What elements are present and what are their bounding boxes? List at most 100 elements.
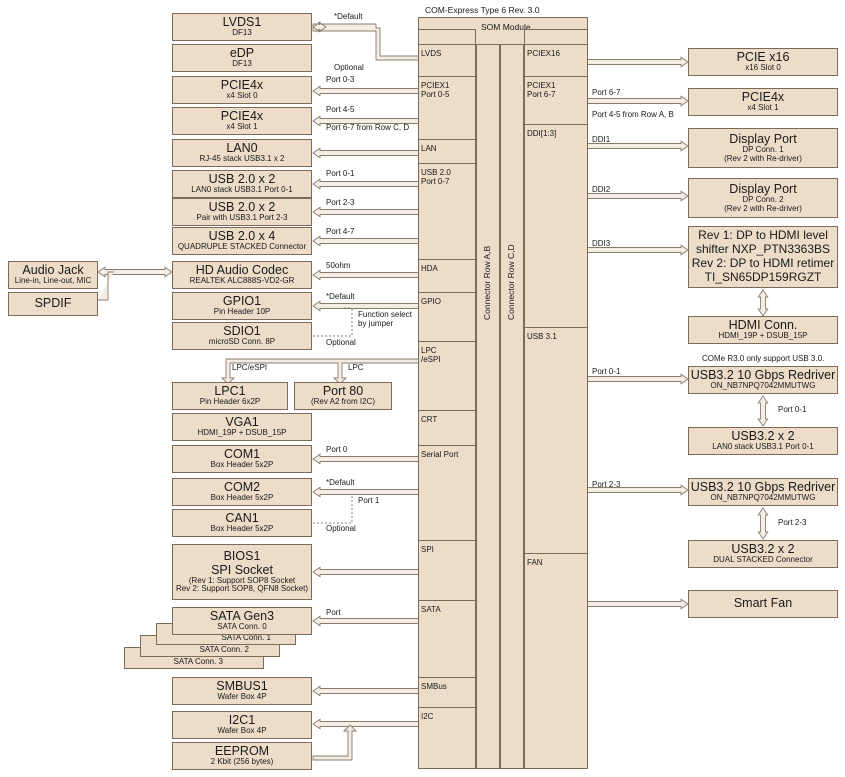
hdmi-subtitle: HDMI_19P + DSUB_15P (718, 331, 808, 341)
label-usb31-port-2-3: Port 2-3 (592, 480, 621, 489)
usb30-note: COMe R3.0 only support USB 3.0. (702, 354, 825, 363)
can1-title: CAN1 (225, 511, 259, 526)
smart-fan-title: Smart Fan (733, 596, 793, 611)
som-right-ddi-1-3--label: DDI[1:3] (527, 129, 557, 138)
arrow-14 (312, 21, 327, 33)
label-optional-sdio: Optional (326, 338, 356, 347)
hdmi-title: HDMI Conn. (728, 318, 798, 333)
eeprom-arrow (312, 724, 358, 761)
label-ddi1: DDI1 (592, 135, 611, 144)
connector-cd-label: Connector Row C,D (506, 244, 516, 320)
som-left-spi-label: SPI (421, 545, 434, 554)
hdmi-connector: HDMI Conn.HDMI_19P + DSUB_15P (688, 316, 838, 344)
redriver1-subtitle: ON_NB7NPQ7042MMUTWG (710, 381, 816, 391)
usb20-2-subtitle: Pair with USB3.1 Port 2-3 (196, 213, 288, 223)
lan0-subtitle: RJ-45 stack USB3.1 x 2 (199, 154, 285, 164)
com1-subtitle: Box Header 5x2P (210, 460, 274, 470)
usb32a-title: USB3.2 x 2 (731, 429, 795, 444)
sata-conn1-label: SATA Conn. 1 (221, 632, 271, 642)
som-right-ddi-1-3- (524, 124, 588, 125)
com2-can-dashed (313, 494, 353, 524)
som-left-lpc (418, 341, 476, 342)
pcie-x16-subtitle: x16 Slot 0 (745, 63, 781, 73)
label-usb31-port-0-1: Port 0-1 (592, 367, 621, 376)
som-right-usb-3-1 (524, 327, 588, 328)
hda-title: HD Audio Codec (195, 263, 289, 278)
sdio1-title: SDIO1 (223, 324, 261, 339)
hdmi-retimer-line3: Rev 2: DP to HDMI retimer (691, 256, 835, 270)
som-left-serial-port (418, 445, 476, 446)
hdmi-retimer-line2: shifter NXP_PTN3363BS (695, 242, 831, 257)
pcie4x-right-subtitle: x4 Slot 1 (747, 103, 779, 113)
som-right-pciex16 (524, 44, 588, 45)
bios1-title2: SPI Socket (211, 562, 273, 577)
label-optional-can: Optional (326, 524, 356, 533)
pcie4x-slot0-title: PCIE4x (220, 78, 264, 93)
com-express-header: COM-Express Type 6 Rev. 3.0 (425, 5, 540, 15)
som-left-lvds (418, 44, 476, 45)
label-usb-port-2-3: Port 2-3 (326, 198, 355, 207)
som-right-pciex1 (524, 76, 588, 77)
lpc-split-arrow (220, 353, 441, 385)
som-left-usb-2-0 (418, 163, 476, 164)
arrow-4 (312, 206, 433, 218)
som-left-gpio-label: GPIO (421, 297, 442, 306)
connector-ab-column (476, 44, 500, 769)
com2-title: COM2 (223, 480, 261, 495)
gpio-sdio-dashed (313, 308, 353, 337)
label-right-port-6-7: Port 6-7 (592, 88, 621, 97)
eeprom-subtitle: 2 Kbit (256 bytes) (210, 757, 274, 767)
som-left-lpc-label: LPC /eSPI (421, 346, 441, 365)
label-port-4-5: Port 4-5 (326, 105, 355, 114)
connector-cd-column (500, 44, 524, 769)
hda-subtitle: REALTEK ALC888S-VD2-GR (189, 276, 295, 286)
vga1-title: VGA1 (225, 415, 259, 430)
label-redriver-port-0-1: Port 0-1 (778, 405, 807, 414)
sata-conn2-label: SATA Conn. 2 (199, 644, 249, 654)
hdmi-retimer-line1: Rev 1: DP to HDMI level (698, 228, 828, 243)
label-usb-port-4-7: Port 4-7 (326, 227, 355, 236)
lvds1-title: LVDS1 (222, 15, 262, 30)
som-left-lan (418, 139, 476, 140)
dp1-subtitle1: DP Conn. 1 (742, 145, 784, 155)
pcie4x-slot1-subtitle: x4 Slot 1 (226, 122, 258, 132)
som-right-fan-label: FAN (527, 558, 543, 567)
label-redriver-port-2-3: Port 2-3 (778, 518, 807, 527)
som-left-lan-label: LAN (421, 144, 437, 153)
arrow-2 (312, 147, 433, 159)
vga1-subtitle: HDMI_19P + DSUB_15P (197, 428, 287, 438)
label-com-port-1: Port 1 (358, 496, 380, 505)
i2c1-title: I2C1 (228, 713, 256, 728)
usb20-1-subtitle: LAN0 stack USB3.1 Port 0-1 (191, 185, 293, 195)
dp1-subtitle2: (Rev 2 with Re-driver) (724, 153, 802, 163)
i2c1-subtitle: Wafer Box 4P (217, 726, 267, 736)
arrow-6 (312, 269, 433, 281)
sata-conn3-label: SATA Conn. 3 (173, 656, 223, 666)
som-left-hda-label: HDA (421, 264, 438, 273)
arrow-3 (312, 178, 433, 190)
port80-title: Port 80 (322, 384, 364, 399)
pcie-x16-title: PCIE x16 (736, 50, 790, 65)
bios1-title: BIOS1 (223, 549, 261, 564)
arrow-24 (757, 289, 769, 317)
gpio1-title: GPIO1 (222, 294, 262, 309)
port80: Port 80(Rev A2 from I2C) (294, 382, 392, 410)
som-right-pciex1-label: PCIEX1 Port 6-7 (527, 81, 556, 100)
redriver2-subtitle: ON_NB7NPQ7042MMUTWG (710, 493, 816, 503)
label-ddi3: DDI3 (592, 239, 611, 248)
com1-title: COM1 (223, 447, 261, 462)
arrow-13 (312, 718, 433, 730)
arrow-26 (757, 507, 769, 540)
